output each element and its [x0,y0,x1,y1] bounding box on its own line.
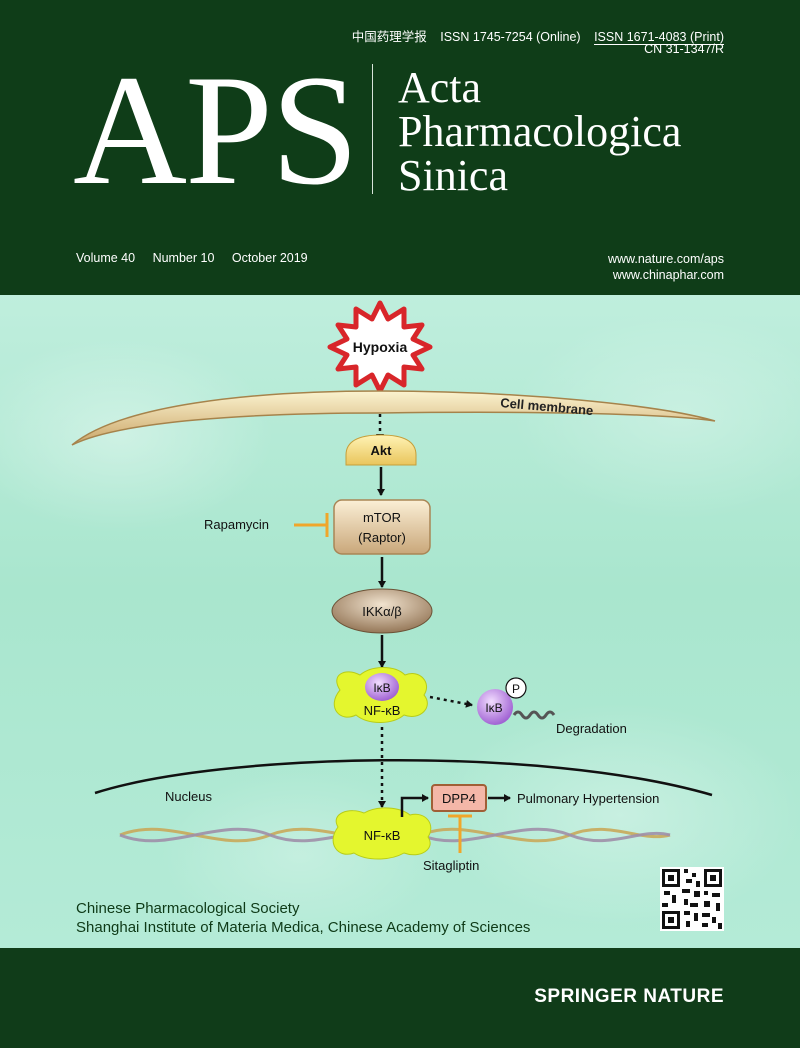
hypoxia-burst: Hypoxia [327,300,433,394]
nucleus-membrane [94,759,713,797]
cover-footer: SPRINGER NATURE [0,948,800,1048]
issn-print: ISSN 1671-4083 (Print) [594,30,724,45]
society-line1: Chinese Pharmacological Society [76,900,300,917]
journal-name-line3: Sinica [398,151,508,200]
society-line2: Shanghai Institute of Materia Medica, Ch… [76,919,531,936]
ikb-label: IκB [373,681,390,695]
ikb-phospho-label: IκB [485,701,502,715]
mtor-label-line1: mTOR [363,510,401,525]
dpp4-label: DPP4 [442,791,476,806]
akt-node [345,434,417,466]
journal-urls: www.nature.com/aps www.chinaphar.com [608,251,724,283]
nfkb-nucleus-node [332,807,432,860]
issn-online: ISSN 1745-7254 (Online) [440,30,581,44]
cn-number: CN 31-1347/R [644,42,724,56]
phosphate-label: P [512,682,520,696]
akt-label: Akt [371,443,393,458]
nucleus-label: Nucleus [165,789,212,804]
cover-header: 中国药理学报 ISSN 1745-7254 (Online) ISSN 1671… [0,0,800,295]
ikk-label: IKKα/β [362,604,402,619]
issue-info: Volume 40 Number 10 October 2019 [76,251,322,265]
qr-code-icon[interactable] [660,867,724,931]
hypoxia-label: Hypoxia [353,339,408,355]
society-affiliations: Chinese Pharmacological Society Shanghai… [76,899,530,937]
degradation-label: Degradation [556,721,627,736]
number: Number 10 [152,251,215,265]
arrow-nfkb-dpp4 [400,794,429,817]
sitagliptin-label: Sitagliptin [423,858,479,873]
url-chinaphar[interactable]: www.chinaphar.com [612,268,724,282]
dpp4-node [431,784,487,812]
ikb-phospho-node [477,689,513,725]
chinese-title: 中国药理学报 [351,30,427,44]
arrow-complex-ikb [429,695,473,708]
ikb-node [365,673,399,701]
url-nature[interactable]: www.nature.com/aps [607,252,724,266]
issue-date: October 2019 [231,251,308,265]
journal-name: Acta Pharmacologica Sinica [398,66,681,198]
nfkb-label: NF-κB [364,703,401,718]
pathway-diagram: Hypoxia Cell membrane Akt mTOR (Raptor) … [71,300,716,873]
phosphate-node [505,677,527,699]
journal-name-line1: Acta [398,63,482,112]
aps-logo: APS [73,43,359,218]
nfkb-nucleus-label: NF-κB [364,828,401,843]
mtor-label-line2: (Raptor) [358,530,406,545]
cell-membrane-shape [71,390,716,446]
rapamycin-label: Rapamycin [204,517,269,532]
publisher-logo: SPRINGER NATURE [534,986,724,1007]
cover-artwork: Hypoxia Cell membrane Akt mTOR (Raptor) … [0,295,800,948]
journal-name-line2: Pharmacologica [398,107,682,156]
mtor-node [333,499,431,555]
title-divider [372,64,373,194]
volume: Volume 40 [76,251,136,265]
ikk-node [331,588,433,634]
issn-line: 中国药理学报 ISSN 1745-7254 (Online) ISSN 1671… [342,26,724,45]
degradation-squiggle-icon [512,710,556,720]
pulmonary-hypertension-label: Pulmonary Hypertension [517,791,659,806]
cell-membrane-label: Cell membrane [500,395,594,418]
